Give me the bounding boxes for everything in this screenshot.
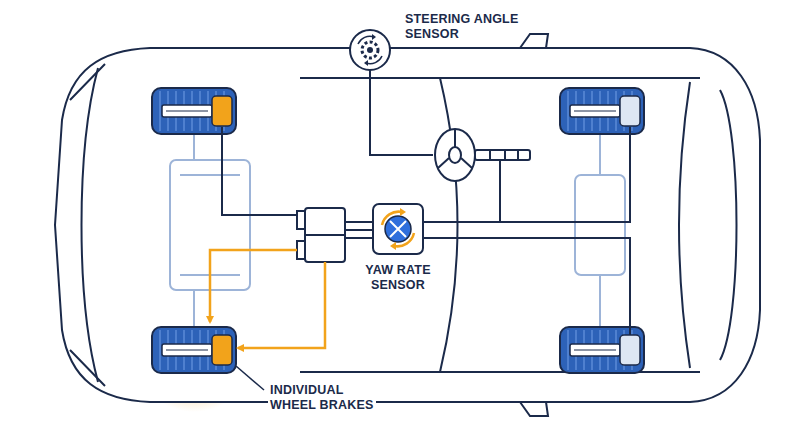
wheel-assembly-part <box>152 88 236 134</box>
car-body-part <box>300 78 700 372</box>
sensor-icon-part <box>364 60 368 66</box>
part-label-patch: INDIVIDUAL WHEEL BRAKES <box>268 383 376 412</box>
sensor-icon-part <box>390 242 396 250</box>
brake-caliper-part <box>620 335 640 365</box>
sensor-wire <box>222 70 630 335</box>
control-unit <box>297 208 345 262</box>
wheel-assembly-part <box>152 327 236 373</box>
steering-wheel <box>435 129 530 181</box>
sensor-wire-part <box>345 222 372 238</box>
sensor-node: YAW RATE SENSOR <box>357 203 439 295</box>
brake-caliper-part <box>620 96 640 126</box>
car-body-part <box>55 48 760 402</box>
sensor-icon-part <box>382 212 402 225</box>
control-unit-part <box>297 211 305 229</box>
wheel-assembly-part <box>560 88 644 134</box>
brake-signal-arrow <box>210 250 325 348</box>
brake-caliper-part <box>212 335 232 365</box>
steering-wheel-part <box>475 150 530 160</box>
steering-wheel-part <box>438 130 472 168</box>
sensor-wire-part <box>424 238 630 335</box>
sensor-label-patch: STEERING ANGLE SENSOR <box>403 12 520 41</box>
sensor-icon <box>348 28 392 72</box>
sensor-wire-part <box>222 127 297 215</box>
steering-wheel-part <box>490 150 518 160</box>
sensor-icon <box>372 203 424 255</box>
car-body-part <box>720 90 737 360</box>
sensor-wire-part <box>499 160 501 222</box>
control-unit-part <box>297 241 305 259</box>
car-body-part <box>520 402 548 416</box>
brake-caliper-part <box>212 96 232 126</box>
brake-signal-arrow-part <box>210 250 297 322</box>
leader-line-part <box>236 366 264 390</box>
car-body <box>55 34 760 416</box>
car-body-part <box>440 78 458 372</box>
sensor-icon-part <box>372 34 376 40</box>
sensor-icon-part <box>350 30 390 70</box>
car-body-part <box>82 68 99 382</box>
brake-caliper <box>212 96 640 365</box>
leader-line <box>236 366 264 390</box>
wheel-assembly <box>152 88 644 373</box>
sensor-wire-part <box>370 70 433 155</box>
sensor-label-patch: YAW RATE SENSOR <box>363 263 433 292</box>
sensor-icon-part <box>394 233 414 246</box>
sensor-icon-part <box>366 56 382 64</box>
sensor-label: STEERING ANGLE SENSOR <box>403 12 528 42</box>
chassis-frame-part <box>599 135 601 327</box>
chassis-frame <box>170 134 625 327</box>
sensor-label: YAW RATE SENSOR <box>357 263 439 293</box>
part-label: INDIVIDUAL WHEEL BRAKES <box>268 383 376 413</box>
brake-signal-arrow-part <box>238 262 325 348</box>
sensor-icon-part <box>385 216 411 242</box>
sensor-icon-part <box>358 36 374 44</box>
control-unit-part <box>305 208 345 262</box>
car-body-part <box>70 64 105 386</box>
sensor-node: STEERING ANGLE SENSOR <box>348 12 548 72</box>
steering-wheel-part <box>435 129 475 181</box>
sensor-icon-part <box>390 221 406 237</box>
steering-wheel-part <box>449 147 461 163</box>
wheel-assembly-part <box>560 327 644 373</box>
sensor-icon-part <box>362 42 378 58</box>
chassis-frame-part <box>575 175 625 275</box>
sensor-wire-part <box>424 127 630 222</box>
sensor-icon-part <box>400 208 406 216</box>
control-unit-part <box>305 234 345 236</box>
sensor-icon-part <box>367 47 373 53</box>
sensor-icon-part <box>373 204 423 254</box>
car-body-part <box>679 82 690 368</box>
chassis-frame-part <box>193 134 195 327</box>
car-body-part <box>520 34 548 48</box>
